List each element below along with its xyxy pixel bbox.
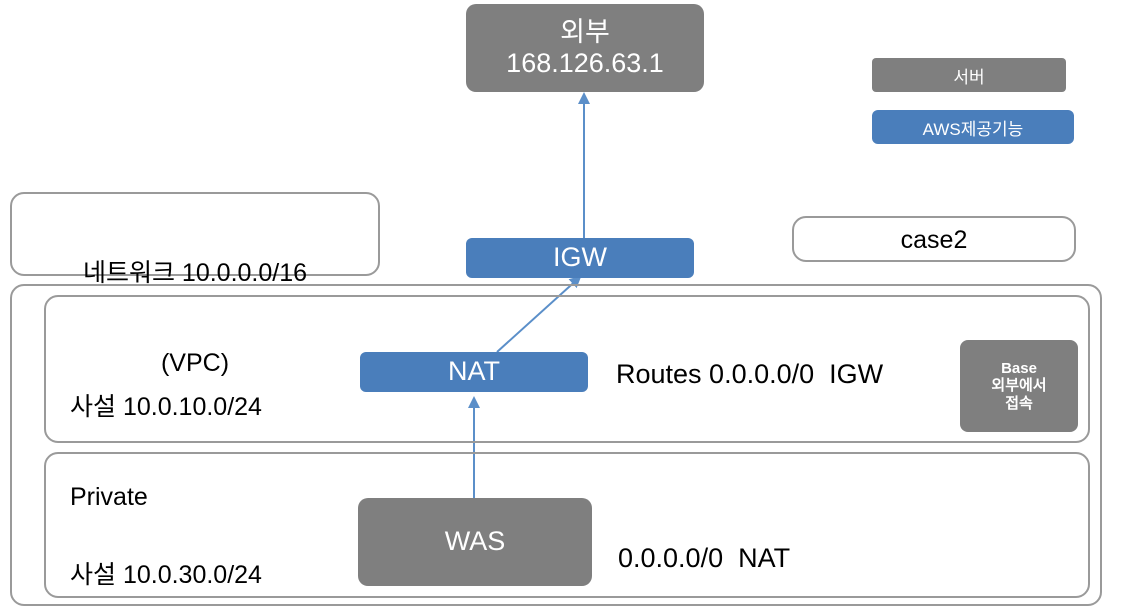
vpc-label-line1: 네트워크 10.0.0.0/16 (82, 259, 308, 287)
node-external[interactable]: 외부 168.126.63.1 (466, 4, 704, 92)
subnet-private-10-container (44, 295, 1090, 443)
public-route-text: Routes 0.0.0.0/0 IGW (616, 359, 884, 389)
subnet-private-30-line1: 사설 10.0.30.0/24 (70, 561, 262, 589)
node-base-line3: 접속 (1005, 394, 1033, 412)
vpc-container (10, 284, 1102, 606)
node-was[interactable]: WAS (358, 498, 592, 586)
node-external-line1: 외부 (560, 16, 610, 47)
subnet-private-30-label: 사설 10.0.30.0/24 Private (70, 500, 262, 608)
vpc-label: 네트워크 10.0.0.0/16 (VPC) (10, 198, 380, 438)
node-nat[interactable]: NAT (360, 352, 588, 392)
node-base-line1: Base (1001, 360, 1037, 378)
subnet-private-10-line1: 사설 10.0.10.0/24 (70, 393, 262, 421)
node-was-label: WAS (444, 526, 506, 557)
case-label: case2 (900, 226, 968, 254)
node-igw-label: IGW (553, 242, 607, 273)
case-label-box (792, 216, 1076, 262)
legend-item-aws-feature[interactable]: AWS제공기능 (872, 110, 1074, 144)
legend-item-server-label: 서버 (953, 67, 985, 87)
vpc-label-box (10, 192, 380, 276)
subnet-private-10-line2: Private (70, 483, 148, 511)
private-route-text: 0.0.0.0/0 NAT (618, 543, 791, 573)
node-nat-label: NAT (448, 356, 500, 387)
node-base[interactable]: Base 외부에서 접속 (960, 340, 1078, 432)
subnet-private-10-label: 사설 10.0.10.0/24 Private (70, 332, 262, 572)
legend-item-server[interactable]: 서버 (872, 58, 1066, 92)
node-external-line2: 168.126.63.1 (506, 48, 664, 78)
node-igw[interactable]: IGW (466, 238, 694, 278)
legend-item-aws-feature-label: AWS제공기능 (922, 119, 1024, 139)
subnet-private-30-container (44, 452, 1090, 598)
node-base-line2: 외부에서 (991, 377, 1047, 395)
vpc-label-line2: (VPC) (160, 349, 230, 377)
